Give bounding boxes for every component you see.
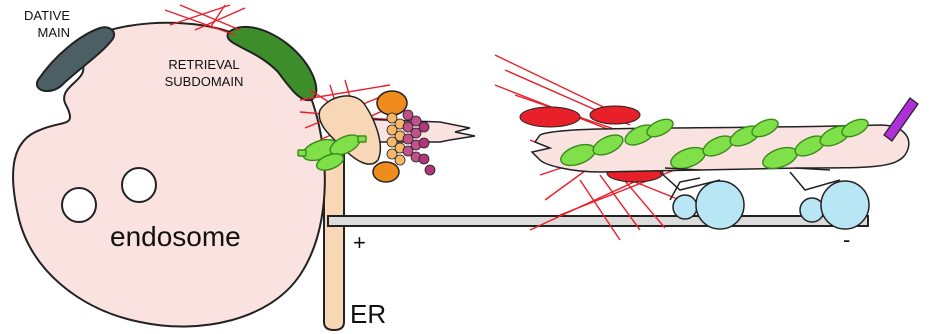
intraluminal-vesicle — [122, 168, 156, 202]
retrieval-label-line-1: RETRIEVAL — [138, 56, 270, 73]
er-label: ER — [350, 299, 386, 330]
red-actin-nucleator — [590, 106, 640, 124]
retrieval-label-line-2: SUBDOMAIN — [138, 73, 270, 90]
degradative-label-line-2: MAIN — [0, 24, 70, 41]
endosome-label: endosome — [110, 221, 241, 253]
orange-protein — [373, 162, 399, 182]
microtubule-minus-end-label: - — [843, 227, 850, 253]
orange-protein — [377, 91, 407, 115]
retrieval-subdomain-label: RETRIEVAL SUBDOMAIN — [138, 56, 270, 90]
microtubule-plus-end-label: + — [353, 230, 366, 256]
intraluminal-vesicle — [62, 188, 96, 222]
degradative-subdomain-label: DATIVE MAIN — [0, 7, 70, 41]
er-tubule — [324, 150, 344, 330]
microtubule — [328, 216, 868, 226]
red-actin-nucleator — [520, 107, 580, 127]
degradative-label-line-1: DATIVE — [0, 7, 70, 24]
